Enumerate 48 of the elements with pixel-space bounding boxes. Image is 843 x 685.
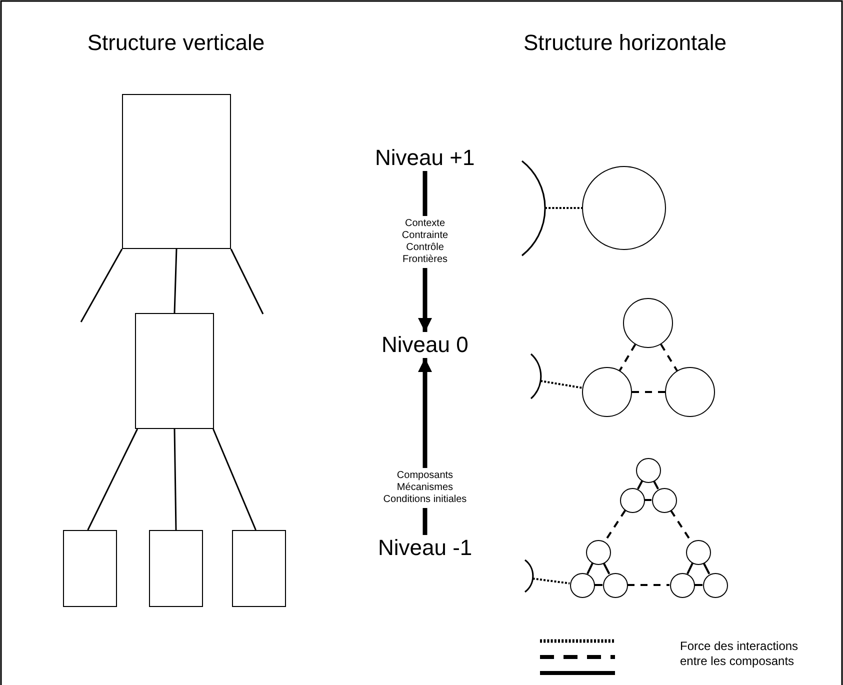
level-label: Niveau -1: [378, 535, 472, 561]
structure-box: [135, 313, 214, 429]
interaction-line: [660, 344, 678, 372]
interaction-line: [632, 391, 665, 393]
component-circle: [602, 572, 628, 598]
connector-line: [230, 248, 264, 314]
context-arc: [530, 352, 542, 400]
level-label: Niveau 0: [382, 332, 468, 358]
interaction-line: [618, 344, 636, 372]
level-label: Niveau +1: [375, 145, 475, 171]
structure-box: [122, 94, 231, 249]
component-circle: [670, 572, 694, 598]
connector-line: [694, 584, 702, 586]
context-arc: [524, 559, 534, 593]
connector-line: [87, 428, 138, 530]
component-circle: [636, 458, 660, 482]
interaction-line: [628, 584, 670, 586]
connector-line: [702, 562, 710, 574]
section-title: Structure verticale: [87, 30, 265, 56]
component-circle: [582, 367, 632, 417]
context-arc: [520, 160, 546, 256]
section-title: Structure horizontale: [524, 30, 726, 56]
component-circle: [623, 298, 673, 348]
interaction-line: [545, 207, 582, 209]
connector-line: [80, 248, 123, 322]
connector-line: [212, 428, 256, 530]
connector-line: [686, 562, 694, 574]
component-circle: [665, 367, 715, 417]
connector-line: [644, 499, 652, 501]
connector-line: [174, 428, 177, 530]
structure-box: [149, 530, 203, 607]
legend-text: Force des interactions entre les composants: [680, 639, 800, 669]
connector-line: [174, 248, 178, 314]
component-circle: [620, 488, 644, 512]
connector-line: [653, 480, 659, 490]
connector-line: [637, 480, 643, 490]
interaction-line: [532, 578, 570, 584]
component-circle: [686, 540, 710, 564]
structure-box: [232, 530, 286, 607]
interaction-line: [540, 380, 582, 389]
structure-box: [63, 530, 117, 607]
component-circle: [652, 488, 676, 512]
connector-line: [594, 584, 602, 586]
component-circle: [586, 540, 610, 564]
component-circle: [702, 572, 728, 598]
connector-line: [586, 562, 594, 574]
component-circle: [570, 572, 594, 598]
connector-line: [602, 562, 610, 574]
